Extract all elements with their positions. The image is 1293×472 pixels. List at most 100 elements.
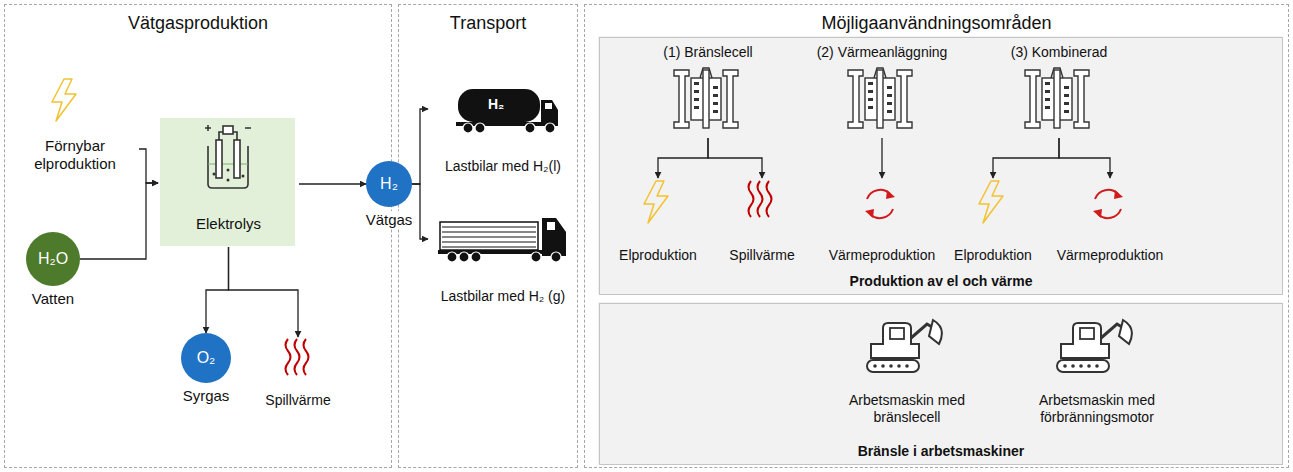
drawing-part <box>227 169 230 172</box>
node-text: Värmeproduktion <box>819 247 945 264</box>
drawing-part <box>213 173 216 176</box>
tank-label: H₂ <box>488 96 504 112</box>
node-text: (3) Kombinerad <box>989 44 1129 61</box>
drawing-part <box>458 89 540 122</box>
icon-node: Spillvärme <box>719 178 805 264</box>
flow-arrow <box>80 183 158 259</box>
icon-node: Lastbilar med H₂ (g) <box>428 213 578 305</box>
flow-arrow <box>229 247 299 337</box>
drawing-part <box>459 252 469 262</box>
node-text: Lastbilar med H₂(l) <box>428 158 578 175</box>
flow-arrow <box>206 247 229 333</box>
drawing-part <box>463 123 473 133</box>
flow-arrow <box>412 184 428 239</box>
electrolysis-icon <box>205 125 251 188</box>
node-text: Elektrolys <box>158 215 299 233</box>
device-node: (1) Bränslecell <box>645 44 771 138</box>
fuel-cell-icon <box>674 68 738 128</box>
drawing-part <box>223 126 233 134</box>
substance-circle: H₂ Vätgas <box>366 161 412 237</box>
tube-trailer-icon <box>438 218 566 262</box>
drawing-part <box>545 103 552 109</box>
fuel-cell-icon <box>1025 68 1089 128</box>
lightning-icon <box>644 181 668 223</box>
circle-shape: H₂ <box>366 161 412 207</box>
group-panel: Bränsle i arbetsmaskiner Arbetsmaskin med… <box>599 303 1283 465</box>
drawing-part <box>551 252 561 262</box>
fuel-cell-icon <box>848 68 912 128</box>
dashed-panel: MöjligaanvändningsområdenProduktion av e… <box>584 4 1289 468</box>
drawing-part <box>213 169 245 182</box>
drawing-part <box>205 125 251 131</box>
icon-node: Värmeproduktion <box>819 178 945 264</box>
process-box: Elektrolys <box>158 119 299 247</box>
panel-ground <box>598 36 1282 294</box>
drawing-part <box>545 123 555 133</box>
node-text: Spillvärme <box>719 247 805 264</box>
circle-shape: H₂O <box>26 232 80 286</box>
drawing-part <box>531 252 541 262</box>
node-text: (2) Värmeanläggning <box>805 44 959 61</box>
drawing-part <box>525 123 535 133</box>
flow-arrow <box>708 138 762 178</box>
flow-arrow <box>658 138 708 178</box>
node-text: Lastbilar med H₂ (g) <box>428 288 578 305</box>
node-text: (1) Bränslecell <box>645 44 771 61</box>
drawing-part <box>442 226 536 227</box>
node-text: Syrgas <box>183 387 230 405</box>
flow-arrow <box>299 183 366 184</box>
drawing-part <box>542 218 566 256</box>
node-text: Bränsle i arbetsmaskiner <box>600 443 1282 460</box>
drawing-part <box>475 123 485 133</box>
group-panel: Produktion av el och värme (1) Bränslecel… <box>599 37 1283 295</box>
device-node: (2) Värmeanläggning <box>805 44 959 138</box>
device-node: (3) Kombinerad <box>989 44 1129 138</box>
node-text: H₂O <box>26 232 80 286</box>
tank-truck-icon <box>456 89 558 133</box>
drawing-part <box>442 241 536 242</box>
heat-icon <box>749 181 772 217</box>
excavator-icon <box>1057 320 1132 372</box>
node-text: Arbetsmaskin med bränslecell <box>842 392 972 426</box>
drawing-part <box>447 252 561 262</box>
icon-node: Spillvärme <box>260 337 336 409</box>
icon-node: Värmeproduktion <box>1047 178 1173 264</box>
drawing-part <box>442 231 536 232</box>
flow-arrow <box>139 149 158 183</box>
node-text: Möjligaanvändningsområden <box>585 13 1288 35</box>
node-text: Vätgas <box>364 211 415 229</box>
drawing-part <box>442 236 536 237</box>
heat-cycle-icon <box>865 190 895 218</box>
lightning-icon <box>52 79 76 121</box>
heat-icon <box>286 339 309 375</box>
lightning-icon <box>979 181 1003 223</box>
node-text: Elproduktion <box>611 247 705 264</box>
drawing-part <box>234 140 240 178</box>
flow-arrow <box>993 138 1059 178</box>
drawing-part <box>471 252 481 262</box>
drawing-part <box>208 164 248 165</box>
dashed-panel: TransportLastbilar med H₂(l) Lastbilar me… <box>398 4 578 468</box>
node-text: H₂ <box>366 161 412 207</box>
node-text: Vätgasproduktion <box>5 13 391 35</box>
drawing-part <box>242 175 245 178</box>
node-text: Spillvärme <box>260 392 336 409</box>
flow-arrow <box>412 109 428 184</box>
substance-circle: H₂OVatten <box>26 232 80 312</box>
drawing-part <box>216 140 222 178</box>
node-text: Transport <box>399 13 577 35</box>
drawing-part <box>447 252 457 262</box>
panel-ground <box>598 302 1282 464</box>
excavator-icon <box>867 320 942 372</box>
dashed-panel: VätgasproduktionFörnybar elproduktionH₂O… <box>4 4 392 468</box>
node-text: Värmeproduktion <box>1047 247 1173 264</box>
node-text: O₂ <box>181 333 231 383</box>
icon-node: Förnybar elproduktion <box>13 73 137 173</box>
icon-node: Elproduktion <box>611 178 705 264</box>
icon-node: Elproduktion <box>946 178 1040 264</box>
drawing-part <box>208 146 248 188</box>
drawing-part <box>442 246 536 247</box>
flow-arrow <box>881 138 882 178</box>
node-text: Produktion av el och värme <box>600 273 1282 290</box>
drawing-part <box>442 227 536 247</box>
